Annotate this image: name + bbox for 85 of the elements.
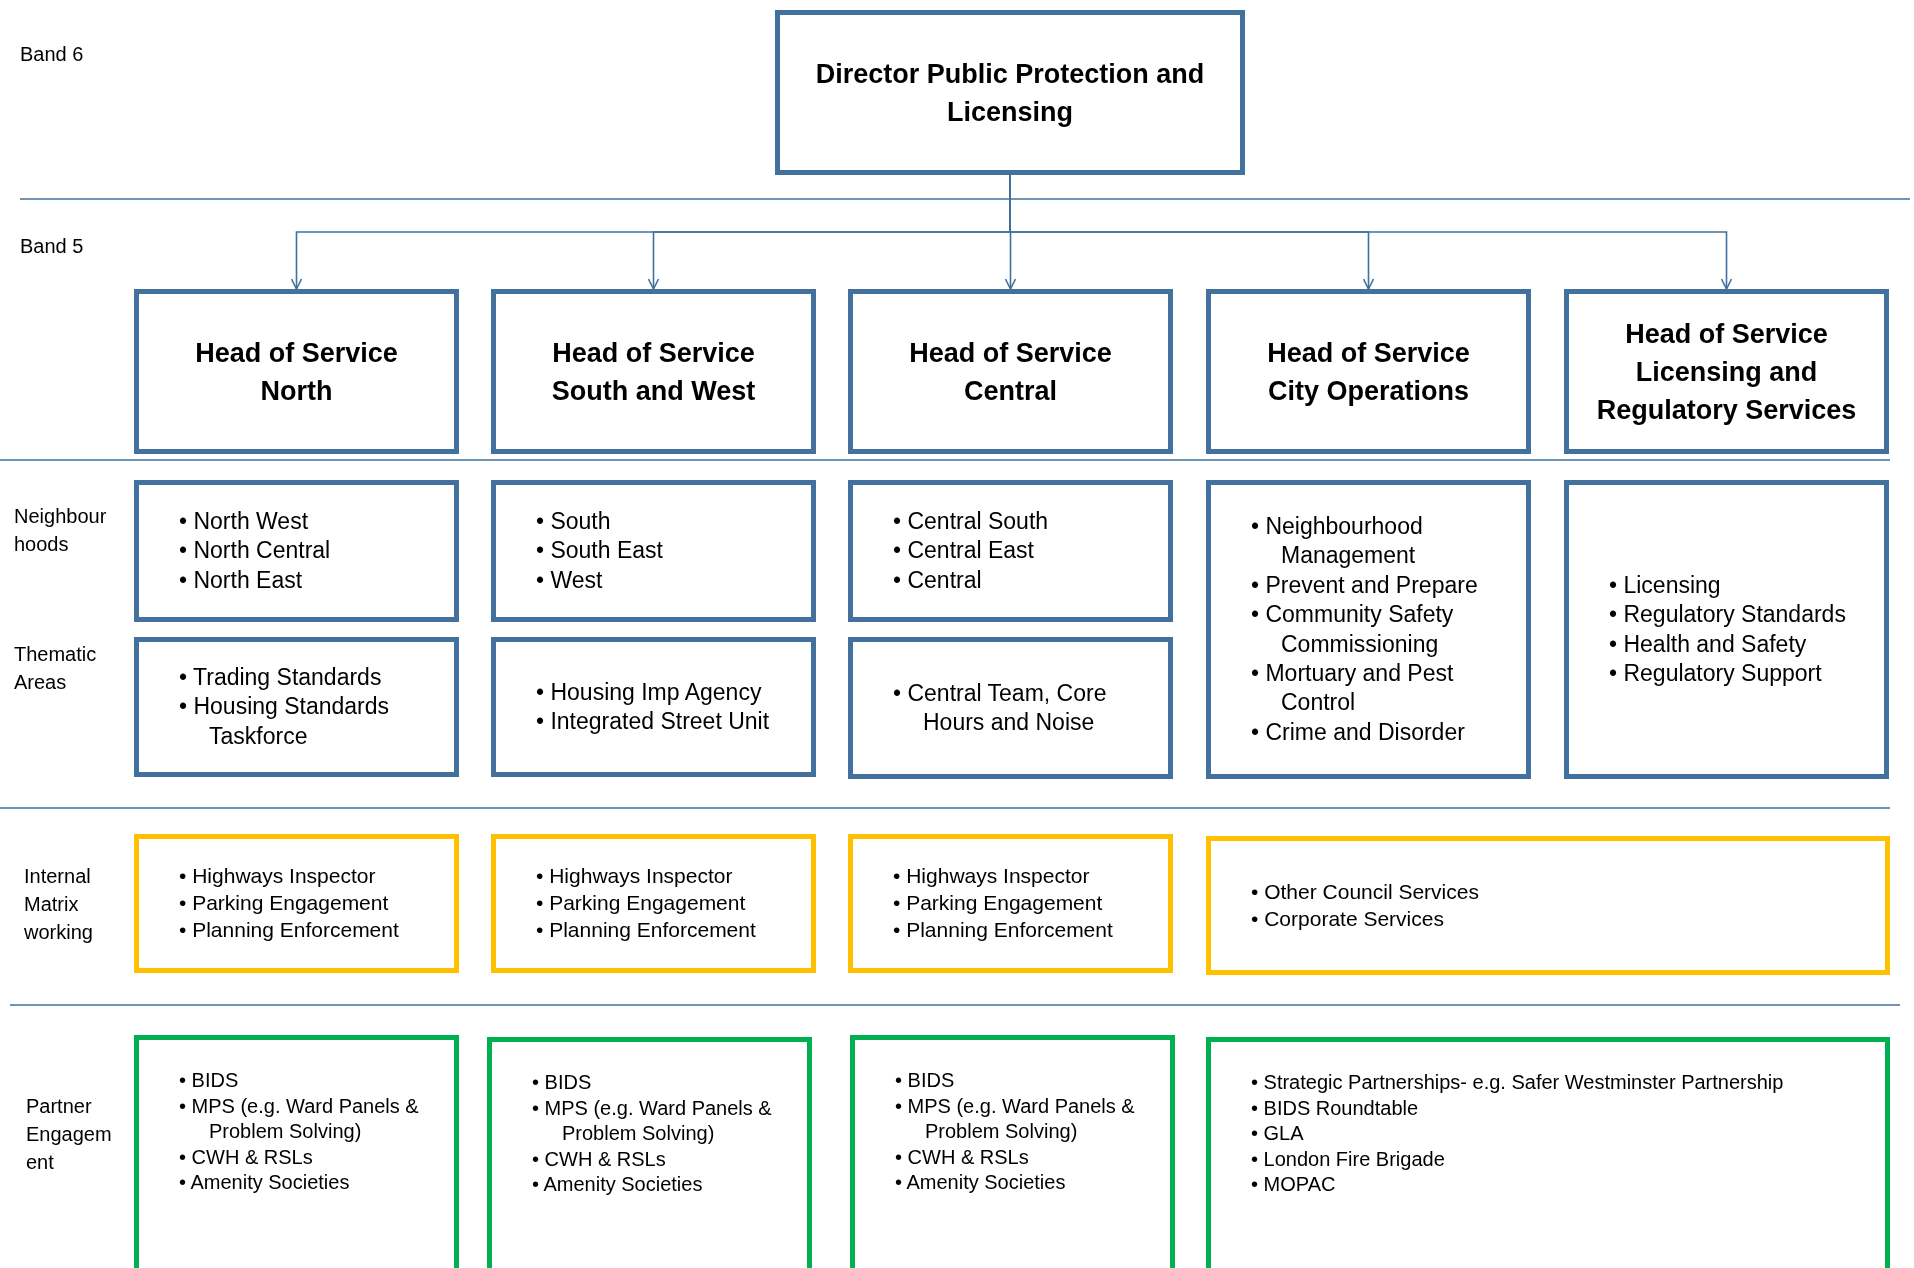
band-label: Band 5	[20, 234, 85, 259]
bullet-item: • Community Safety Commissioning	[1251, 600, 1455, 659]
matrix-list-box	[848, 834, 1173, 973]
partner-list-box	[850, 1035, 1175, 1268]
bullet-item: • Corporate Services	[1251, 905, 1445, 932]
bullet-item: • London Fire Brigade	[1251, 1146, 1446, 1172]
title-text: Director Public Protection and Licensing	[814, 57, 1206, 129]
bullet-item: • Housing Standards Taskforce	[179, 692, 391, 751]
bullet-item: • BIDS Roundtable	[1251, 1095, 1420, 1121]
bullet-item: • Housing Imp Agency	[536, 677, 763, 707]
bullet-item: • MPS (e.g. Ward Panels & Problem Solving)	[179, 1093, 420, 1145]
band-label: Partner Engagem ent	[26, 1094, 113, 1175]
bullet-item: • Mortuary and Pest Control	[1251, 658, 1455, 718]
matrix-list-box	[1206, 836, 1890, 975]
bullet-item: • Highways Inspector	[536, 863, 734, 890]
partner-list-box	[134, 1035, 459, 1268]
bullet-item: • Amenity Societies	[179, 1170, 351, 1196]
title-text: Head of Service North	[194, 336, 399, 408]
bullet-item: • Parking Engagement	[893, 890, 1104, 917]
bullet-item: • MPS (e.g. Ward Panels & Problem Solving)	[532, 1095, 773, 1147]
head-of-service-box	[491, 289, 816, 454]
bullet-item: • GLA	[1251, 1121, 1305, 1147]
matrix-list-box	[134, 834, 459, 973]
bullet-item: • North Central	[179, 536, 331, 566]
bullet-item: • MPS (e.g. Ward Panels & Problem Solving)	[895, 1093, 1136, 1145]
bullet-item: • Other Council Services	[1251, 878, 1479, 905]
bullet-item: • BIDS	[179, 1068, 240, 1093]
service-list-box	[491, 637, 816, 777]
bullet-item: • Planning Enforcement	[536, 916, 756, 943]
title-text: Head of Service Licensing and Regulatory Services	[1595, 317, 1858, 427]
head-of-service-box	[848, 289, 1173, 454]
bullet-item: • MOPAC	[1251, 1172, 1337, 1198]
bullet-item: • CWH & RSLs	[179, 1144, 314, 1170]
director-box	[775, 10, 1245, 175]
bullet-item: • Integrated Street Unit	[536, 707, 770, 736]
head-of-service-box	[1206, 289, 1531, 454]
bullet-item: • CWH & RSLs	[532, 1146, 667, 1172]
bullet-item: • Central South	[893, 506, 1049, 536]
bullet-item: • Crime and Disorder	[1251, 717, 1466, 747]
head-of-service-box	[134, 289, 459, 454]
bullet-item: • Parking Engagement	[179, 890, 390, 917]
bullet-item: • Planning Enforcement	[893, 916, 1113, 943]
service-list-box	[491, 480, 816, 622]
service-list-box	[848, 637, 1173, 779]
bullet-item: • Amenity Societies	[895, 1170, 1067, 1196]
bullet-item: • North East	[179, 565, 304, 595]
partner-list-box	[487, 1037, 812, 1268]
bullet-item: • Regulatory Support	[1609, 658, 1823, 688]
bullet-item: • Highways Inspector	[893, 863, 1091, 890]
bullet-item: • Central Team, Core Hours and Noise	[893, 678, 1108, 737]
service-list-box	[1206, 480, 1531, 779]
service-list-box	[134, 637, 459, 777]
bullet-item: • Planning Enforcement	[179, 916, 399, 943]
bullet-item: • Strategic Partnerships- e.g. Safer Westminster Partnership	[1251, 1070, 1784, 1095]
bullet-item: • Health and Safety	[1609, 629, 1808, 659]
bullet-item: • North West	[179, 506, 310, 536]
bullet-item: • BIDS	[895, 1068, 956, 1093]
bullet-item: • Parking Engagement	[536, 890, 747, 917]
bullet-item: • Amenity Societies	[532, 1172, 704, 1198]
bullet-item: • Regulatory Standards	[1609, 600, 1846, 630]
band-label: Band 6	[20, 42, 85, 67]
bullet-item: • BIDS	[532, 1070, 593, 1095]
bullet-item: • South	[536, 506, 612, 536]
title-text: Head of Service Central	[908, 336, 1113, 408]
service-list-box	[1564, 480, 1889, 779]
band-label: Internal Matrix working	[24, 864, 94, 945]
bullet-item: • Central	[893, 565, 983, 595]
bullet-item: • Central East	[893, 536, 1035, 566]
bullet-item: • Licensing	[1609, 570, 1722, 600]
bullet-item: • Trading Standards	[179, 662, 383, 692]
service-list-box	[848, 480, 1173, 622]
title-text: Head of Service City Operations	[1266, 336, 1471, 408]
bullet-item: • Neighbourhood Management	[1251, 511, 1424, 571]
title-text: Head of Service South and West	[550, 336, 757, 408]
bullet-item: • South East	[536, 536, 663, 566]
partner-list-box	[1206, 1037, 1890, 1268]
service-list-box	[134, 480, 459, 622]
bullet-item: • Highways Inspector	[179, 863, 377, 890]
head-of-service-box	[1564, 289, 1889, 454]
band-label: Thematic Areas	[14, 642, 98, 695]
bullet-item: • West	[536, 565, 604, 595]
bullet-item: • Prevent and Prepare	[1251, 570, 1479, 600]
band-label: Neighbour hoods	[14, 504, 108, 557]
bullet-item: • CWH & RSLs	[895, 1144, 1030, 1170]
matrix-list-box	[491, 834, 816, 973]
